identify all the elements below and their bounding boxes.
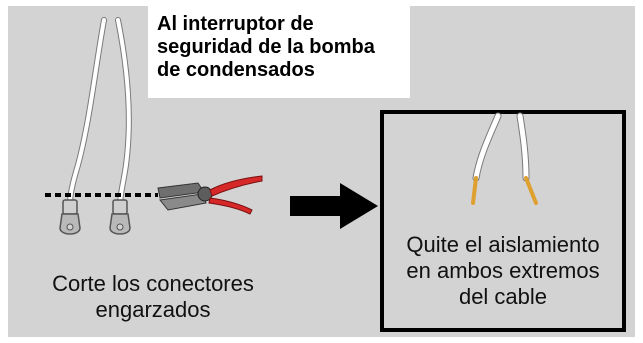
callout-line-3: de condensados — [157, 59, 315, 81]
strip-caption-line-2: en ambos extremos — [406, 258, 600, 283]
cut-instruction-caption: Corte los conectores engarzados — [18, 271, 288, 323]
callout-line-2: seguridad de la bomba — [157, 36, 375, 58]
cut-caption-line-1: Corte los conectores — [52, 271, 254, 296]
cut-caption-line-2: engarzados — [95, 297, 211, 322]
strip-caption-line-3: del cable — [458, 284, 548, 309]
callout-text: Al interruptor de seguridad de la bomba … — [157, 13, 407, 82]
arrow-right-icon — [290, 183, 378, 229]
crimp-connector-icon — [59, 199, 131, 235]
callout-line-1: Al interruptor de — [157, 13, 314, 35]
strip-caption-line-1: Quite el aislamiento — [406, 232, 600, 257]
wire-pair-icon — [67, 17, 132, 208]
result-box — [380, 110, 626, 332]
stripped-wire-icon — [471, 112, 538, 205]
pliers-icon — [157, 175, 263, 215]
callout-box — [148, 6, 410, 98]
strip-instruction-caption: Quite el aislamiento en ambos extremos d… — [384, 232, 622, 310]
